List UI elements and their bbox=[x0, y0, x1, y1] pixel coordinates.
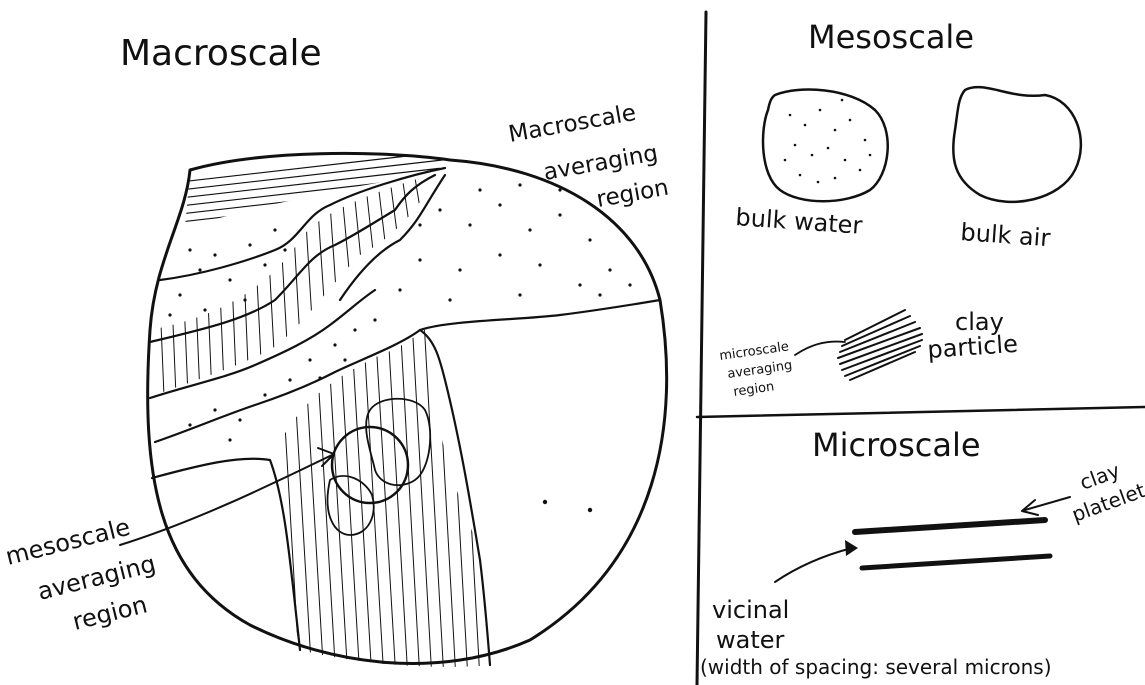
bulk-air-figure: bulk air bbox=[953, 87, 1081, 252]
mesoscale-averaging-label: mesoscale averaging region bbox=[3, 448, 334, 636]
bulk-water-label: bulk water bbox=[735, 203, 864, 240]
macroscale-title: Macroscale bbox=[120, 33, 322, 74]
vicinal-water-arrowhead bbox=[845, 540, 858, 556]
horizontal-divider bbox=[697, 407, 1145, 417]
spacing-note: (width of spacing: several microns) bbox=[700, 655, 1052, 679]
microscale-figure: clay platelet vicinal water (width of sp… bbox=[700, 458, 1145, 679]
clay-platelet-top bbox=[855, 520, 1045, 532]
vicinal-water-label-1: vicinal bbox=[712, 596, 789, 624]
boundary-upper-band bbox=[160, 168, 445, 280]
macro-avg-line-3: region bbox=[595, 175, 671, 213]
macroscale-region bbox=[148, 150, 667, 680]
vertical-divider bbox=[697, 12, 706, 685]
clay-particle-lines bbox=[838, 310, 922, 380]
vicinal-water-label-2: water bbox=[716, 626, 785, 654]
meso-avg-line-3: region bbox=[70, 590, 150, 636]
clay-particle-figure: clay particle microscale averaging regio… bbox=[718, 308, 1018, 400]
microscale-title: Microscale bbox=[812, 426, 981, 464]
trunk-hatching bbox=[280, 320, 480, 680]
clay-platelet-bottom bbox=[862, 556, 1050, 568]
bulk-air-shape bbox=[953, 87, 1081, 202]
micro-avg-line-3: region bbox=[732, 379, 775, 400]
boundary-trunk-left bbox=[152, 459, 300, 650]
clay-particle-label-2: particle bbox=[926, 330, 1018, 364]
bulk-air-label: bulk air bbox=[960, 218, 1052, 252]
macro-avg-line-1: Macroscale bbox=[507, 100, 638, 148]
macroscale-outline bbox=[148, 153, 667, 663]
vicinal-water-arrow bbox=[775, 548, 852, 582]
mesoscale-title: Mesoscale bbox=[808, 18, 974, 56]
bulk-water-shape bbox=[763, 90, 888, 202]
bulk-water-dots bbox=[784, 99, 872, 184]
macroscale-averaging-label: Macroscale averaging region bbox=[507, 100, 671, 213]
boundary-right-cap bbox=[420, 330, 490, 665]
bulk-water-figure: bulk water bbox=[735, 90, 888, 240]
micro-avg-arrow bbox=[795, 342, 845, 355]
stippling bbox=[168, 183, 631, 512]
